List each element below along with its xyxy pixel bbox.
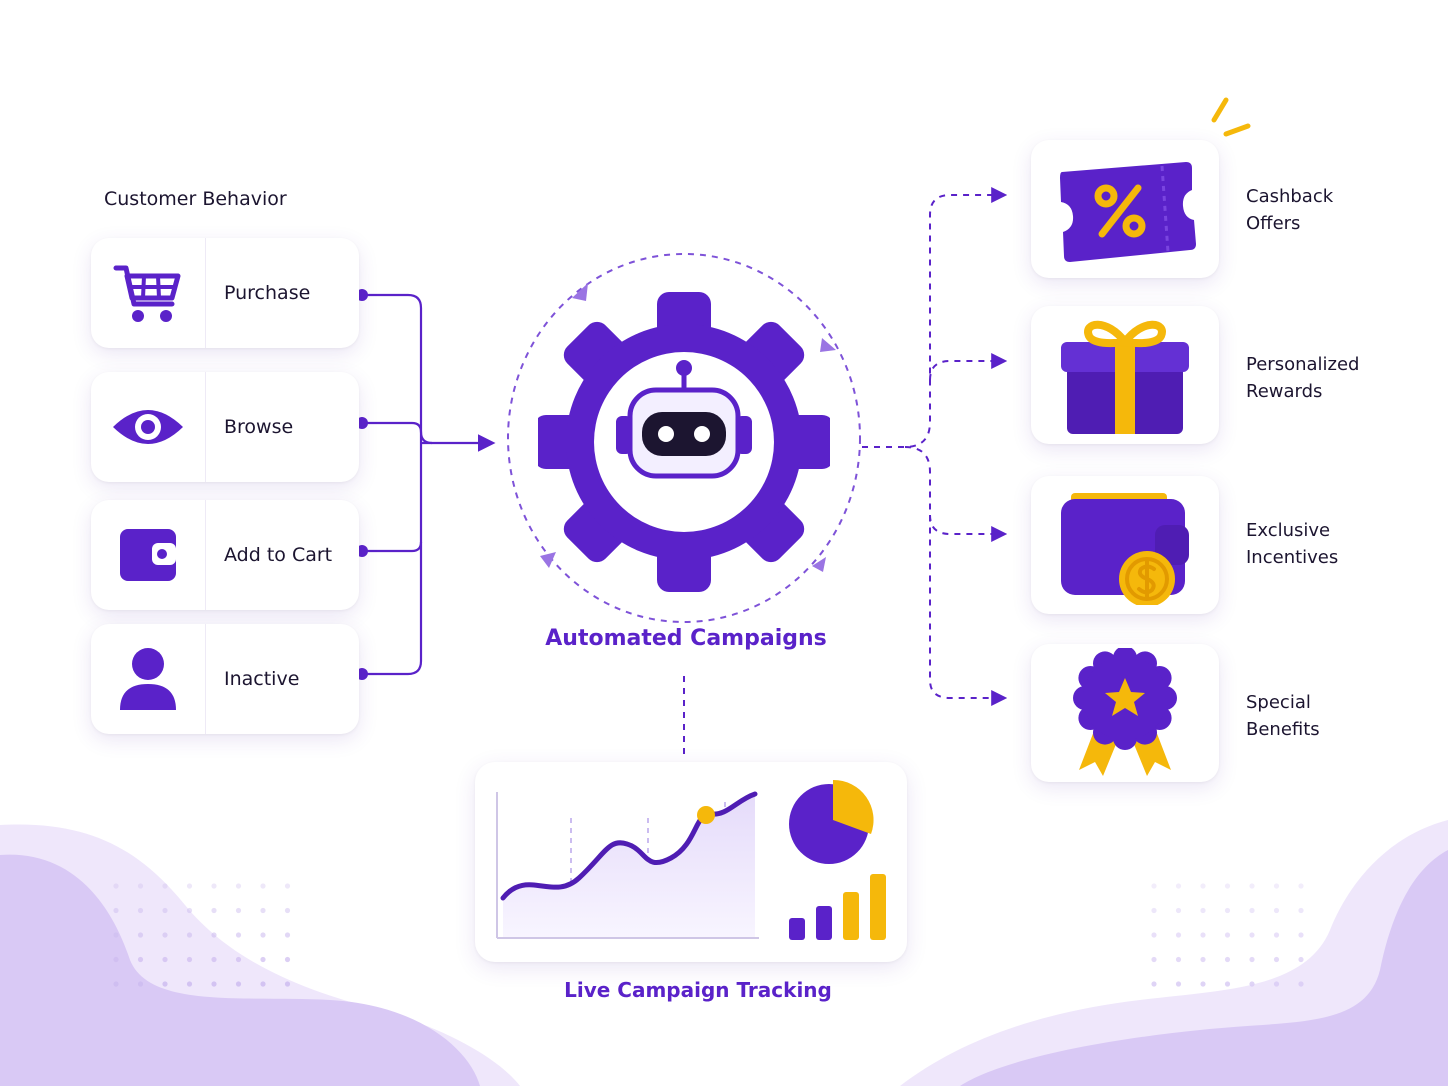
behavior-label: Purchase xyxy=(224,282,311,304)
shopping-cart-icon xyxy=(113,265,181,322)
behavior-card-purchase[interactable]: Purchase xyxy=(91,238,359,348)
reward-card-cashback[interactable] xyxy=(1031,140,1219,278)
behavior-label: Browse xyxy=(224,416,294,438)
behavior-card-inactive[interactable]: Inactive xyxy=(91,624,359,734)
hub-title: Automated Campaigns xyxy=(545,626,827,651)
tracking-graphics xyxy=(496,779,886,940)
behavior-links xyxy=(364,293,496,676)
reward-label-cashback: Cashback Offers xyxy=(1246,186,1334,234)
user-icon xyxy=(120,648,176,710)
robot-gear-icon xyxy=(534,292,834,592)
orbit-arrows xyxy=(540,283,836,572)
behavior-card-add-to-cart[interactable]: Add to Cart xyxy=(91,500,359,610)
line-chart-icon xyxy=(496,791,759,939)
wallet-coin-icon xyxy=(1061,493,1189,605)
behavior-section-title: Customer Behavior xyxy=(104,188,287,210)
behavior-label: Inactive xyxy=(224,668,300,690)
eye-icon xyxy=(113,410,183,444)
wallet-icon xyxy=(120,529,176,581)
reward-label-special: Special Benefits xyxy=(1246,692,1320,740)
reward-card-personalized[interactable] xyxy=(1031,306,1219,444)
pie-chart-icon xyxy=(789,779,874,864)
tracking-title: Live Campaign Tracking xyxy=(564,978,832,1002)
automation-hub xyxy=(534,290,834,594)
award-badge-icon xyxy=(1073,648,1177,776)
behavior-card-browse[interactable]: Browse xyxy=(91,372,359,482)
bar-chart-icon xyxy=(789,874,886,940)
reward-label-personalized: Personalized Rewards xyxy=(1246,354,1360,402)
link-dots xyxy=(356,289,368,680)
orbit-ring xyxy=(507,253,861,623)
reward-card-exclusive[interactable] xyxy=(1031,476,1219,614)
reward-links xyxy=(683,187,1008,758)
gift-box-icon xyxy=(1061,320,1189,434)
sparkle-icon xyxy=(1211,97,1251,137)
percent-ticket-icon xyxy=(1060,162,1196,262)
reward-card-special[interactable] xyxy=(1031,644,1219,782)
reward-label-exclusive: Exclusive Incentives xyxy=(1246,520,1339,568)
tracking-panel[interactable] xyxy=(475,762,907,962)
behavior-label: Add to Cart xyxy=(224,544,333,566)
